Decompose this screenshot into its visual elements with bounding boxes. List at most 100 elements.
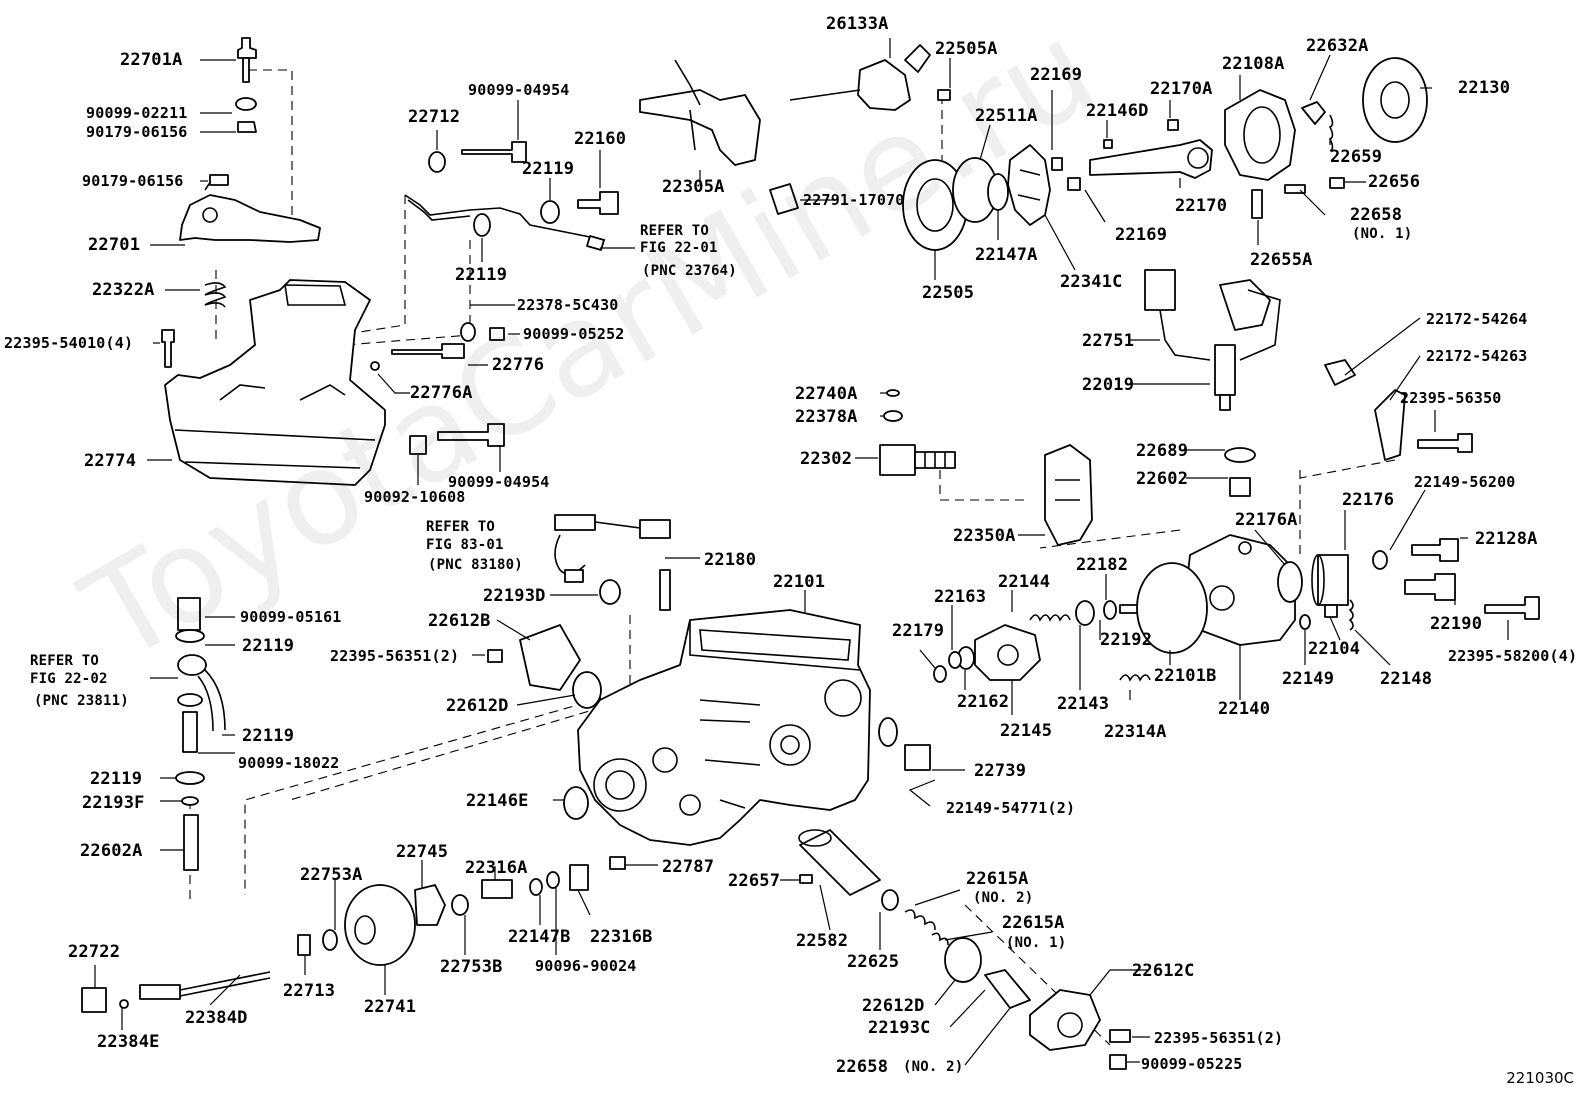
label-22612D: 22612D <box>446 696 509 716</box>
nut-22722 <box>81 987 107 1013</box>
label-22147B: 22147B <box>508 927 571 947</box>
label-22395-56350: 22395-56350 <box>1400 389 1502 407</box>
label-22753A: 22753A <box>300 865 363 885</box>
label-22505: 22505 <box>922 283 975 303</box>
label-22179: 22179 <box>892 621 945 641</box>
label-22119: 22119 <box>522 159 575 179</box>
label-22751: 22751 <box>1082 331 1135 351</box>
ring-22193F <box>181 796 199 806</box>
washer-22149-56200 <box>1372 550 1388 570</box>
key-22146D <box>1103 139 1113 149</box>
filter-22602A <box>183 814 199 871</box>
pin-22316A <box>481 879 513 899</box>
switch-22180 <box>659 569 671 611</box>
label-22193F: 22193F <box>82 793 145 813</box>
label-22658-b: 22658 <box>836 1057 889 1077</box>
label-22384E: 22384E <box>97 1032 160 1052</box>
spring-22144 <box>1029 614 1071 622</box>
harness-connector <box>554 514 671 583</box>
bracket-22350A <box>1044 444 1093 546</box>
label-22316A: 22316A <box>465 858 528 878</box>
leader-lines <box>94 38 1509 1066</box>
label-22776A: 22776A <box>410 383 473 403</box>
label-22776: 22776 <box>492 355 545 375</box>
label-fig-83-01: FIG 83-01 <box>426 537 504 553</box>
label-pnc-23764: (PNC 23764) <box>642 263 737 279</box>
label-22101: 22101 <box>773 572 826 592</box>
key-22170A <box>1167 119 1179 131</box>
label-90096-90024: 90096-90024 <box>535 957 637 975</box>
label-22146E: 22146E <box>466 791 529 811</box>
ring-22179 <box>933 665 947 683</box>
sensor-22019 <box>1144 269 1281 411</box>
label-22145: 22145 <box>1000 721 1053 741</box>
governor-cover-22774 <box>164 279 386 486</box>
label-22305A: 22305A <box>662 177 725 197</box>
label-22302: 22302 <box>800 449 853 469</box>
washer-22625 <box>881 889 899 911</box>
label-22149-56200: 22149-56200 <box>1414 473 1516 491</box>
pin-22658-no1 <box>1284 184 1306 194</box>
plate-22130 <box>1362 57 1428 143</box>
label-22149: 22149 <box>1282 669 1335 689</box>
label-22655A: 22655A <box>1250 250 1313 270</box>
lever-22701 <box>179 174 321 243</box>
label-90099-04954-b: 90099-04954 <box>448 473 550 491</box>
fitting-22739 <box>904 744 931 771</box>
label-22119-c: 22119 <box>242 636 295 656</box>
washer-22149 <box>1299 614 1311 630</box>
bolt-90099-04954-lower <box>437 423 505 447</box>
ring-22147B <box>529 878 543 896</box>
pipe-22791-17070 <box>769 183 799 215</box>
label-90099-05225: 90099-05225 <box>1141 1055 1243 1073</box>
label-22740A: 22740A <box>795 384 858 404</box>
label-refer-to-c: REFER TO <box>30 653 100 669</box>
linkage-rod <box>404 194 606 251</box>
valve-22176 <box>1311 554 1349 606</box>
label-fig-22-02: FIG 22-02 <box>30 671 108 687</box>
plunger-22582 <box>798 829 881 896</box>
label-22019: 22019 <box>1082 375 1135 395</box>
label-22180: 22180 <box>704 550 757 570</box>
label-22108A: 22108A <box>1222 54 1285 74</box>
plug-22787 <box>609 856 626 870</box>
washer-22119-a <box>175 629 205 643</box>
bolt-22505A <box>937 89 951 101</box>
label-22602A: 22602A <box>80 841 143 861</box>
washer-22119-c <box>175 771 205 785</box>
diaphragm-22101B <box>1136 562 1208 654</box>
label-26133A: 26133A <box>826 14 889 34</box>
bolt-22701A <box>235 37 257 133</box>
key-22169-top <box>1051 157 1063 171</box>
label-refer-to-b: REFER TO <box>426 519 496 535</box>
pump-rotor-22741 <box>344 884 416 966</box>
key-22169-bottom <box>1067 177 1081 191</box>
label-22148: 22148 <box>1380 669 1433 689</box>
label-22612D-b: 22612D <box>862 996 925 1016</box>
label-22101B: 22101B <box>1154 666 1217 686</box>
label-90099-05252: 90099-05252 <box>523 325 625 343</box>
label-90099-05161: 90099-05161 <box>240 608 342 626</box>
solenoid-26133A <box>789 44 931 111</box>
housing-22108A <box>1224 89 1296 181</box>
label-22395-56351: 22395-56351(2) <box>330 647 460 665</box>
bracket-22172-54263 <box>1374 389 1406 461</box>
spring-22148 <box>1348 599 1354 631</box>
label-22656: 22656 <box>1368 172 1421 192</box>
nut-90092-10608 <box>409 435 427 455</box>
label-22505A: 22505A <box>935 39 998 59</box>
washer-22753A <box>322 929 338 951</box>
label-22146D: 22146D <box>1086 101 1149 121</box>
label-22395-56351-b: 22395-56351(2) <box>1154 1029 1284 1047</box>
bracket-22172-54264 <box>1324 359 1356 386</box>
label-22149-54771: 22149-54771(2) <box>946 799 1076 817</box>
label-22316B: 22316B <box>590 927 653 947</box>
label-pnc-83180: (PNC 83180) <box>428 557 523 573</box>
label-22582: 22582 <box>796 931 849 951</box>
spring-22632A <box>1301 101 1326 125</box>
label-fig-22-01: FIG 22-01 <box>640 240 718 256</box>
label-22713: 22713 <box>283 981 336 1001</box>
washer-22119 <box>540 200 560 224</box>
ring-22612D-lower <box>944 937 982 983</box>
label-22712: 22712 <box>408 107 461 127</box>
